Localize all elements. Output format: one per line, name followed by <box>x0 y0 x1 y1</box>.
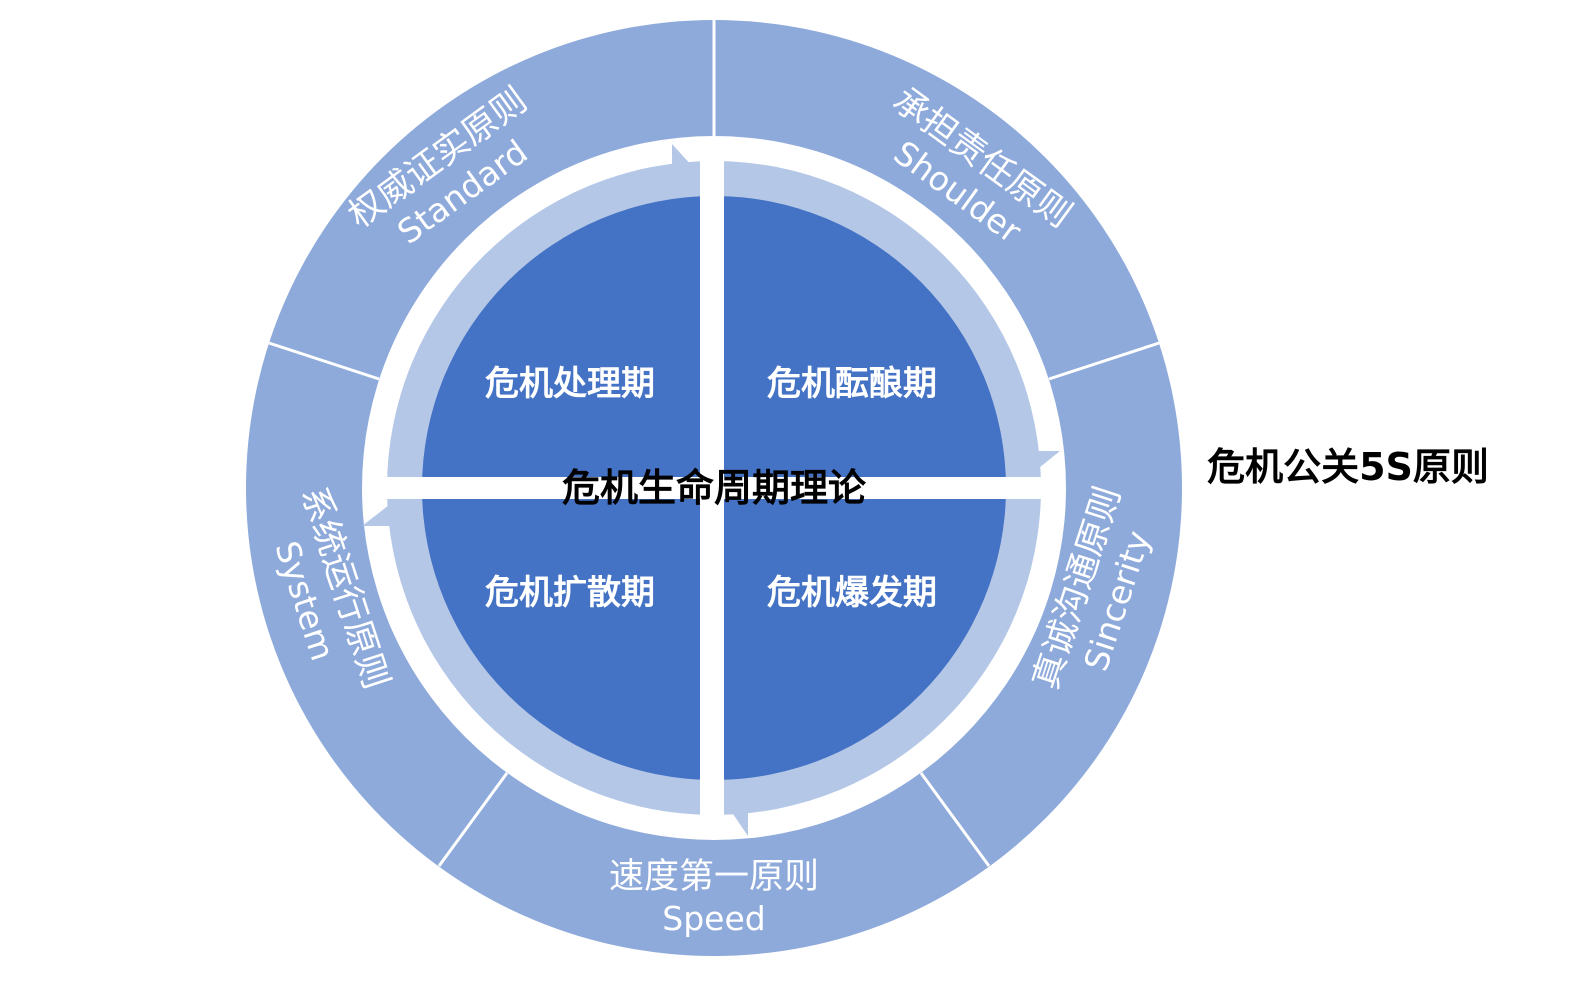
segment-speed: 速度第一原则 Speed <box>609 857 819 938</box>
quadrant-label-bottom-right: 危机爆发期 <box>767 573 937 613</box>
separator-system-standard <box>268 341 380 381</box>
separator-sincerity-speed <box>919 772 991 867</box>
separator-shoulder-sincerity <box>1048 341 1160 381</box>
segment-speed-title: 速度第一原则 <box>609 857 819 897</box>
quadrant-label-top-right: 危机酝酿期 <box>767 364 937 404</box>
quadrant-label-top-left: 危机处理期 <box>485 364 655 404</box>
arrow-head-left <box>362 498 438 526</box>
quadrant-label-bottom-left: 危机扩散期 <box>485 573 655 613</box>
center-title: 危机生命周期理论 <box>562 466 867 510</box>
side-title: 危机公关5S原则 <box>1207 445 1489 489</box>
arrow-head-bottom <box>722 762 748 836</box>
segment-speed-subtitle: Speed <box>662 899 765 938</box>
separator-speed-system <box>437 772 509 867</box>
horizontal-separator <box>380 477 1048 499</box>
